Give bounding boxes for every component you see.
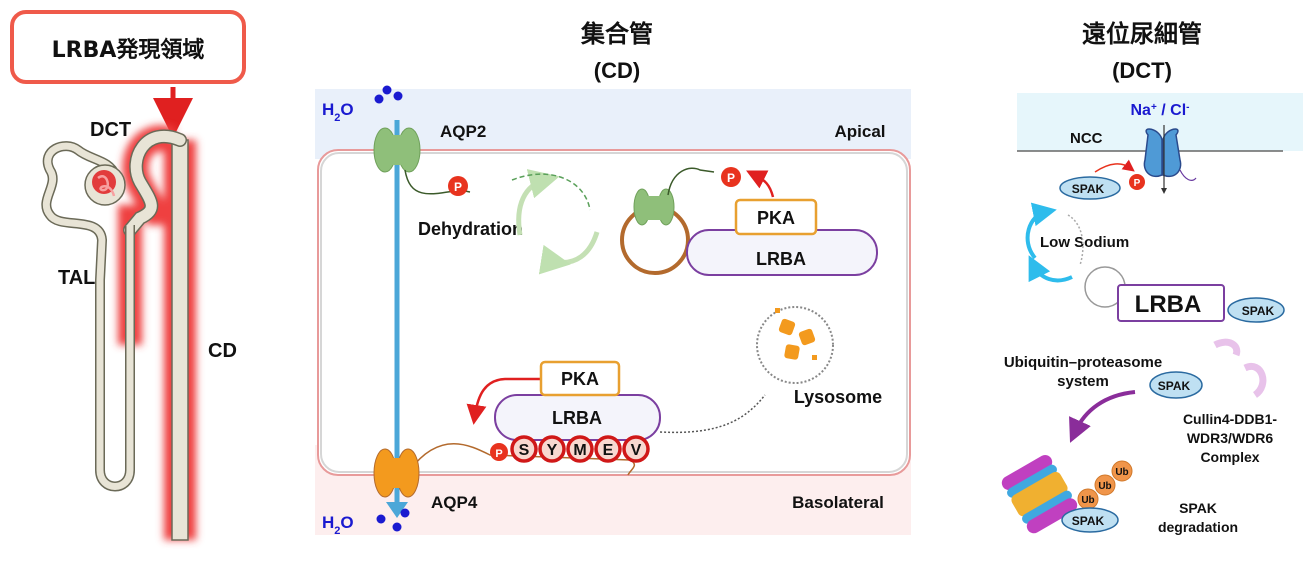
svg-text:P: P bbox=[727, 171, 735, 185]
collecting-duct bbox=[171, 139, 189, 541]
aqp4-label: AQP4 bbox=[431, 493, 478, 512]
symev-motif: S Y M E V bbox=[510, 435, 650, 463]
water-molecule bbox=[376, 514, 386, 524]
water-molecule bbox=[400, 508, 410, 518]
spak-label: SPAK bbox=[1072, 514, 1105, 528]
water-label-top: H2O bbox=[322, 100, 354, 124]
aqp4-channel bbox=[373, 448, 420, 498]
motif-label: E bbox=[603, 442, 614, 459]
water-label-bottom: H2O bbox=[322, 513, 354, 537]
vesicle-aqp2-channel bbox=[633, 188, 675, 226]
complex-label-line2: WDR3/WDR6 bbox=[1187, 430, 1274, 446]
complex-label-line3: Complex bbox=[1200, 449, 1259, 465]
cullin-complex bbox=[1213, 338, 1241, 357]
cullin-complex bbox=[1243, 363, 1267, 398]
svg-text:P: P bbox=[495, 448, 502, 460]
spak-recruitment-arrow bbox=[1067, 214, 1084, 266]
motif-label: V bbox=[631, 442, 642, 459]
spak-phosphorylation-arrow bbox=[1094, 159, 1135, 173]
svg-text:Ub: Ub bbox=[1115, 467, 1128, 478]
spak-label: SPAK bbox=[1072, 182, 1105, 196]
degradation-label-line2: degradation bbox=[1158, 519, 1238, 535]
spak-blob bbox=[1227, 297, 1285, 323]
phospho-badge: P bbox=[721, 167, 741, 187]
spak-blob bbox=[1061, 507, 1119, 533]
motif-residue bbox=[594, 435, 622, 463]
aqp2-channel bbox=[373, 127, 421, 173]
dct-title: 遠位尿細管 bbox=[1082, 20, 1202, 48]
svg-text:P: P bbox=[1134, 178, 1141, 189]
basolateral-label: Basolateral bbox=[792, 493, 884, 512]
degraded-aqp4-fragments bbox=[775, 308, 817, 360]
phospho-badge: P bbox=[490, 443, 508, 461]
pka-box-top bbox=[734, 198, 818, 236]
ion-label: Na+ / Cl- bbox=[1130, 102, 1189, 120]
label-dct: DCT bbox=[90, 119, 131, 141]
pka-phosphorylation-arrow-bottom bbox=[466, 377, 540, 425]
complex-label-line1: Cullin4-DDB1- bbox=[1183, 411, 1277, 427]
ncc-label: NCC bbox=[1070, 130, 1103, 147]
degradation-arrow bbox=[1069, 390, 1136, 443]
spak-label: SPAK bbox=[1158, 379, 1191, 393]
nephron-panel: LRBA発現領域 DCT TAL CD bbox=[10, 10, 246, 541]
pka-label-top: PKA bbox=[757, 208, 795, 228]
expression-callout-label: LRBA発現領域 bbox=[52, 37, 205, 63]
low-sodium-cycle-arrow bbox=[1025, 202, 1057, 260]
spak-blob bbox=[1059, 176, 1121, 200]
pka-box-bottom bbox=[539, 360, 621, 397]
lrba-box bbox=[1117, 284, 1225, 322]
dehydration-label: Dehydration bbox=[418, 219, 523, 239]
dct-subtitle: (DCT) bbox=[1112, 58, 1172, 83]
phospho-badge: P bbox=[1129, 174, 1145, 190]
motif-residue bbox=[622, 435, 650, 463]
label-tal: TAL bbox=[58, 267, 95, 289]
expression-callout-box bbox=[10, 10, 246, 84]
lrba-label-bottom: LRBA bbox=[552, 408, 602, 428]
pka-label-bottom: PKA bbox=[561, 369, 599, 389]
spak-blob bbox=[1149, 371, 1203, 399]
svg-text:P: P bbox=[454, 180, 462, 194]
lrba-label: LRBA bbox=[1135, 291, 1202, 318]
apical-label: Apical bbox=[834, 122, 885, 141]
aqp4-tail bbox=[409, 443, 636, 476]
lysosome-label: Lysosome bbox=[794, 387, 882, 407]
recycling-dashed-arrow bbox=[511, 173, 591, 211]
proteasome bbox=[1001, 454, 1078, 534]
recycling-arrow bbox=[538, 231, 600, 275]
ubiquitin-chain: Ub Ub Ub bbox=[1077, 460, 1133, 510]
svg-text:Ub: Ub bbox=[1098, 481, 1111, 492]
dct-panel: 遠位尿細管 (DCT) Na+ / Cl- NCC SPAK P Low Sod… bbox=[1001, 20, 1303, 535]
water-molecule bbox=[374, 94, 384, 104]
aqp2-label: AQP2 bbox=[440, 122, 486, 141]
lrba-label-top: LRBA bbox=[756, 249, 806, 269]
motif-residue bbox=[538, 435, 566, 463]
motif-residue bbox=[510, 435, 538, 463]
water-molecule bbox=[392, 522, 402, 532]
motif-residue bbox=[566, 435, 594, 463]
label-cd: CD bbox=[208, 340, 237, 362]
svg-text:Ub: Ub bbox=[1081, 495, 1094, 506]
spak-label: SPAK bbox=[1242, 304, 1275, 318]
degradation-label-line1: SPAK bbox=[1179, 500, 1217, 516]
motif-label: Y bbox=[547, 442, 558, 459]
cd-title: 集合管 bbox=[580, 20, 653, 48]
low-sodium-label: Low Sodium bbox=[1040, 234, 1129, 251]
ups-label-line1: Ubiquitin–proteasome bbox=[1004, 354, 1162, 371]
cd-panel: 集合管 (CD) Apical Basolateral H2O AQP2 P D… bbox=[315, 20, 911, 537]
ups-label-line2: system bbox=[1057, 373, 1109, 390]
lysosome bbox=[756, 306, 834, 384]
pka-phosphorylation-arrow bbox=[746, 170, 775, 198]
motif-label: M bbox=[573, 442, 586, 459]
phospho-badge: P bbox=[448, 176, 468, 196]
low-sodium-cycle-arrow bbox=[1028, 255, 1073, 283]
recycling-arrow bbox=[516, 169, 560, 236]
motif-label: S bbox=[519, 442, 530, 459]
lysosome-trafficking-arrow bbox=[659, 394, 766, 434]
water-molecule bbox=[393, 91, 403, 101]
cd-subtitle: (CD) bbox=[594, 58, 640, 83]
ncc-transporter bbox=[1143, 125, 1197, 194]
water-molecule bbox=[382, 85, 392, 95]
